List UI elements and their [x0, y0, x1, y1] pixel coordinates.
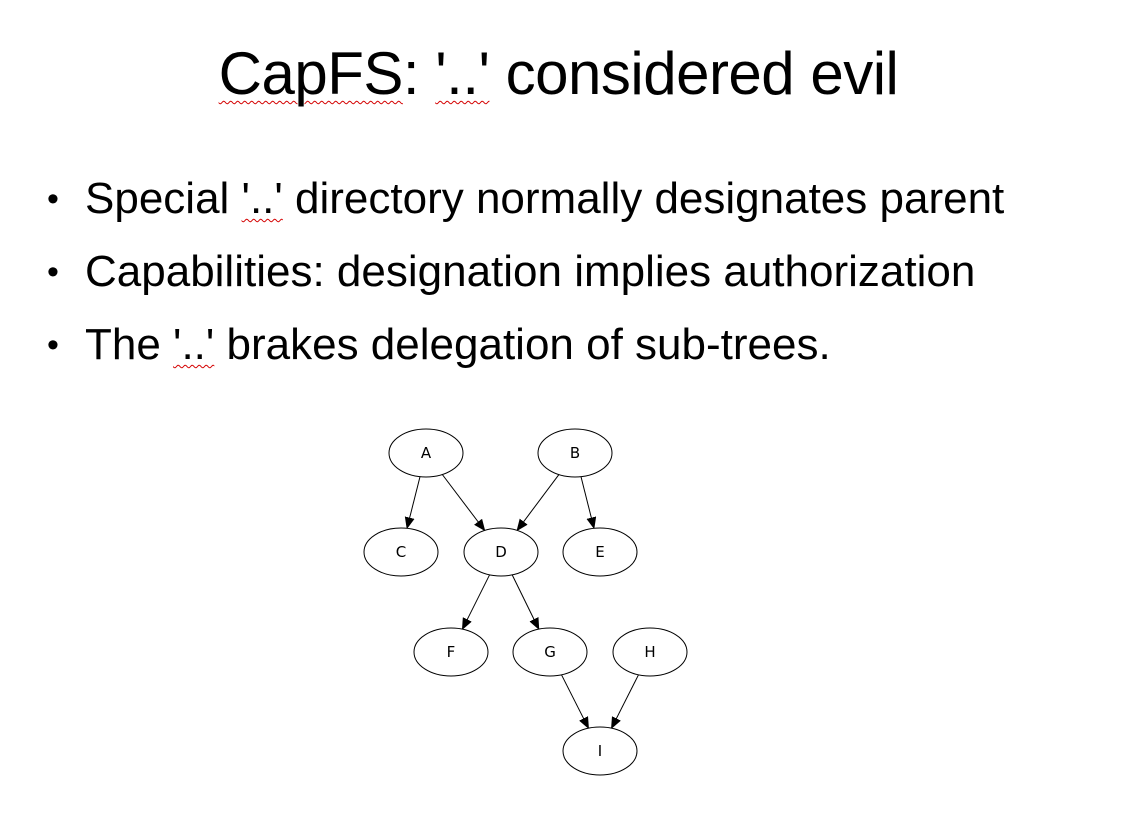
graph-edges [404, 474, 639, 730]
title-dots: '..' [435, 40, 490, 107]
title-prefix: CapFS [218, 40, 404, 107]
edge-h-i [611, 674, 639, 730]
node-ellipse [388, 428, 464, 478]
node-label: C [396, 543, 406, 561]
node-label: D [495, 543, 507, 561]
bullet-text-before: Special [85, 174, 242, 223]
bullet-text-dots: '..' [241, 174, 283, 223]
title-suffix: considered evil [489, 40, 899, 107]
graph-nodes: A B C D E F G H I [363, 428, 688, 776]
node-ellipse [413, 627, 489, 677]
node-a: A [388, 428, 464, 478]
edge-b-d [516, 474, 560, 532]
node-h: H [612, 627, 688, 677]
node-ellipse [562, 527, 638, 577]
edge-d-g [511, 574, 540, 630]
bullet-text-before: Capabilities: designation implies author… [85, 247, 976, 296]
node-ellipse [363, 527, 439, 577]
node-label: G [544, 643, 556, 661]
bullet-item: • Capabilities: designation implies auth… [0, 243, 1123, 316]
node-f: F [413, 627, 489, 677]
edge-b-e [580, 476, 597, 530]
node-label: I [598, 742, 602, 760]
bullet-text: Special '..' directory normally designat… [85, 170, 1004, 228]
node-label: H [644, 643, 655, 661]
node-i: I [562, 726, 638, 776]
node-e: E [562, 527, 638, 577]
node-ellipse [512, 627, 588, 677]
edge-a-c [404, 476, 421, 530]
node-ellipse [562, 726, 638, 776]
node-b: B [537, 428, 613, 478]
bullet-item: • Special '..' directory normally design… [0, 170, 1123, 243]
node-label: E [595, 543, 604, 561]
edge-g-i [561, 674, 589, 730]
bullet-text-dots: '..' [173, 320, 215, 369]
bullet-dot: • [47, 180, 59, 218]
node-g: G [512, 627, 588, 677]
bullet-text-before: The [85, 320, 174, 369]
bullet-text: Capabilities: designation implies author… [85, 243, 975, 301]
node-ellipse [463, 527, 539, 577]
node-d: D [463, 527, 539, 577]
bullet-text-after: directory normally designates parent [282, 174, 1005, 223]
title-colon: : [402, 40, 436, 107]
edge-a-d [441, 474, 486, 532]
edge-d-f [461, 574, 491, 631]
bullet-text-after: brakes delegation of sub-trees. [214, 320, 831, 369]
slide-title: CapFS: '..' considered evil [0, 38, 1123, 110]
node-c: C [363, 527, 439, 577]
node-label: A [421, 444, 432, 462]
node-label: B [570, 444, 580, 462]
bullet-dot: • [47, 326, 59, 364]
bullet-list: • Special '..' directory normally design… [0, 170, 1123, 389]
bullet-text: The '..' brakes delegation of sub-trees. [85, 316, 831, 374]
bullet-dot: • [47, 253, 59, 291]
node-ellipse [612, 627, 688, 677]
bullet-item: • The '..' brakes delegation of sub-tree… [0, 316, 1123, 389]
node-ellipse [537, 428, 613, 478]
node-label: F [447, 643, 456, 661]
